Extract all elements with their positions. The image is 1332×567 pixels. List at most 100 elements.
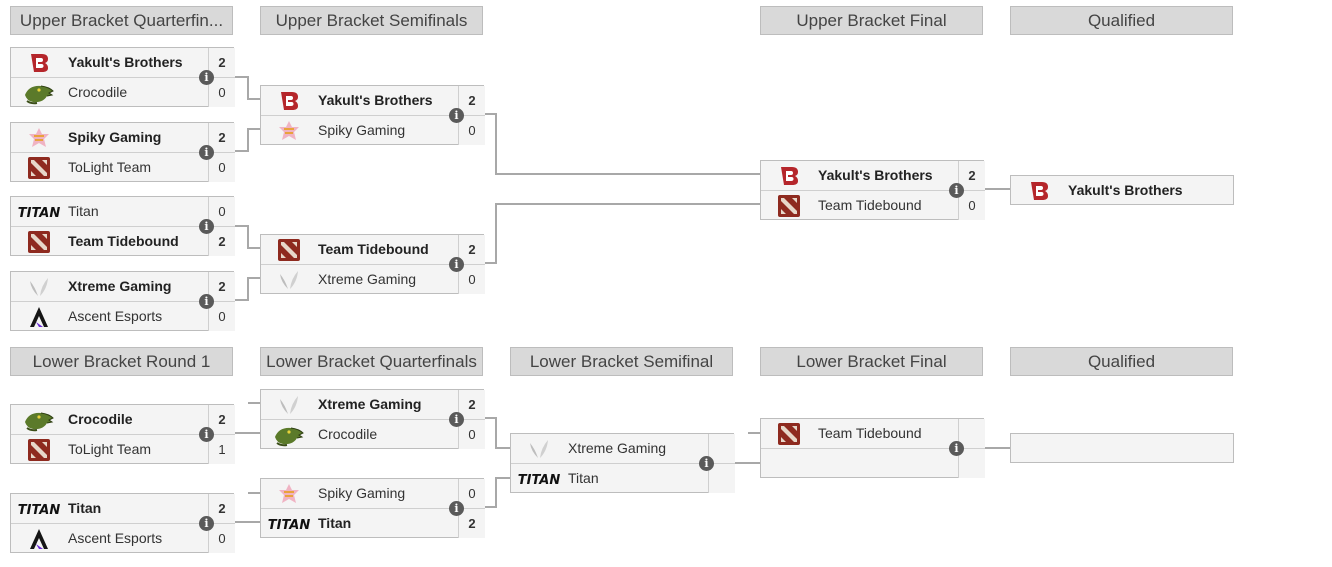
titan-wordmark-icon: TITAN [18,206,61,220]
titan-logo-icon: TITAN [15,200,63,223]
match-ub-sf1[interactable]: Yakult's Brothers Spiky Gaming 2 0 i [260,85,485,145]
team-row[interactable]: TITAN Titan [11,494,207,524]
team-name: Crocodile [68,411,133,427]
match-ub-qf3[interactable]: TITAN Titan Team Tidebound 0 2 i [10,196,235,256]
team-name: Yakult's Brothers [818,167,933,183]
match-info-icon[interactable]: i [199,145,214,160]
header-upper-semifinals: Upper Bracket Semifinals [260,6,483,35]
team-row[interactable]: Team Tidebound [11,227,207,256]
team-score: 1 [208,435,235,464]
match-lb-r1b[interactable]: TITAN Titan Ascent Esports 2 0 i [10,493,235,553]
header-lower-semifinal: Lower Bracket Semifinal [510,347,733,376]
team-row[interactable]: TITAN Titan [261,509,457,538]
team-score [958,449,985,478]
team-row[interactable]: Crocodile [11,405,207,435]
team-name: Team Tidebound [318,241,429,257]
titan-logo-icon: TITAN [265,512,313,535]
header-upper-quarterfinals: Upper Bracket Quarterfin... [10,6,233,35]
yakult-brothers-logo-icon [1015,179,1063,202]
team-row[interactable]: Spiky Gaming [261,116,457,145]
team-row[interactable] [761,449,957,478]
team-name: Crocodile [68,84,128,100]
team-row[interactable]: Ascent Esports [11,524,207,553]
ascent-esports-logo-icon [15,305,63,328]
match-lb-qf1[interactable]: Xtreme Gaming Crocodile 2 0 i [260,389,485,449]
match-info-icon[interactable]: i [199,427,214,442]
team-name: Xtreme Gaming [318,396,422,412]
match-info-icon[interactable]: i [449,257,464,272]
team-row[interactable]: Xtreme Gaming [11,272,207,302]
team-row[interactable]: Xtreme Gaming [261,265,457,294]
match-info-icon[interactable]: i [199,70,214,85]
header-lower-round1: Lower Bracket Round 1 [10,347,233,376]
team-score: 0 [208,524,235,553]
titan-wordmark-text: TITAN [518,473,561,487]
team-score: 2 [208,405,235,435]
xtreme-gaming-logo-icon [265,393,313,416]
team-name: Team Tidebound [818,197,922,213]
team-score: 0 [458,265,485,294]
match-info-icon[interactable]: i [449,412,464,427]
match-info-icon[interactable]: i [699,456,714,471]
team-name: Titan [68,203,99,219]
match-ub-final[interactable]: Yakult's Brothers Team Tidebound 2 0 i [760,160,985,220]
titan-wordmark-text: TITAN [18,206,61,220]
team-row[interactable]: ToLight Team [11,153,207,182]
team-row[interactable]: Spiky Gaming [261,479,457,509]
qualified-lower-slot[interactable] [1010,433,1234,463]
qualified-team-name: Yakult's Brothers [1068,182,1183,198]
match-ub-qf1[interactable]: Yakult's Brothers Crocodile 2 0 i [10,47,235,107]
crocodile-logo-icon [15,81,63,104]
team-name: Titan [318,515,352,531]
team-row[interactable]: Crocodile [261,420,457,449]
header-upper-qualified: Qualified [1010,6,1233,35]
team-row[interactable]: Yakult's Brothers [761,161,957,191]
titan-logo-icon: TITAN [515,467,563,490]
dota-logo-icon [265,238,313,261]
match-lb-semifinal[interactable]: Xtreme Gaming TITAN Titan i [510,433,735,493]
match-lb-qf2[interactable]: Spiky Gaming TITAN Titan 0 2 i [260,478,485,538]
match-info-icon[interactable]: i [199,516,214,531]
match-info-icon[interactable]: i [199,294,214,309]
titan-wordmark-text: TITAN [18,503,61,517]
match-info-icon[interactable]: i [949,183,964,198]
team-name: Yakult's Brothers [68,54,183,70]
qualified-upper-slot[interactable]: Yakult's Brothers [1010,175,1234,205]
header-upper-final: Upper Bracket Final [760,6,983,35]
team-row[interactable]: Ascent Esports [11,302,207,331]
match-ub-qf4[interactable]: Xtreme Gaming Ascent Esports 2 0 i [10,271,235,331]
team-score: 0 [458,420,485,449]
team-row[interactable]: Yakult's Brothers [11,48,207,78]
team-row[interactable]: Crocodile [11,78,207,107]
team-row[interactable]: Yakult's Brothers [261,86,457,116]
match-info-icon[interactable]: i [199,219,214,234]
spiky-gaming-logo-icon [265,119,313,142]
team-name: Team Tidebound [68,233,179,249]
team-row[interactable]: Team Tidebound [761,191,957,220]
match-ub-qf2[interactable]: Spiky Gaming ToLight Team 2 0 i [10,122,235,182]
team-name: Ascent Esports [68,308,163,324]
match-lb-r1a[interactable]: Crocodile ToLight Team 2 1 i [10,404,235,464]
team-row[interactable]: Xtreme Gaming [511,434,707,464]
team-name: Spiky Gaming [318,485,406,501]
match-lb-final[interactable]: Team Tidebound i [760,418,985,478]
team-row[interactable]: Team Tidebound [261,235,457,265]
team-name: Ascent Esports [68,530,163,546]
match-info-icon[interactable]: i [449,501,464,516]
team-row[interactable]: TITAN Titan [11,197,207,227]
team-row[interactable]: TITAN Titan [511,464,707,493]
team-name: Spiky Gaming [318,122,406,138]
team-row[interactable]: Team Tidebound [761,419,957,449]
titan-logo-icon: TITAN [15,497,63,520]
spiky-gaming-logo-icon [15,126,63,149]
yakult-brothers-logo-icon [265,89,313,112]
team-name: Xtreme Gaming [568,440,667,456]
match-info-icon[interactable]: i [949,441,964,456]
dota-logo-icon [765,422,813,445]
team-row[interactable]: Spiky Gaming [11,123,207,153]
team-row[interactable]: Xtreme Gaming [261,390,457,420]
team-row[interactable]: ToLight Team [11,435,207,464]
match-info-icon[interactable]: i [449,108,464,123]
team-name: Titan [568,470,599,486]
match-ub-sf2[interactable]: Team Tidebound Xtreme Gaming 2 0 i [260,234,485,294]
